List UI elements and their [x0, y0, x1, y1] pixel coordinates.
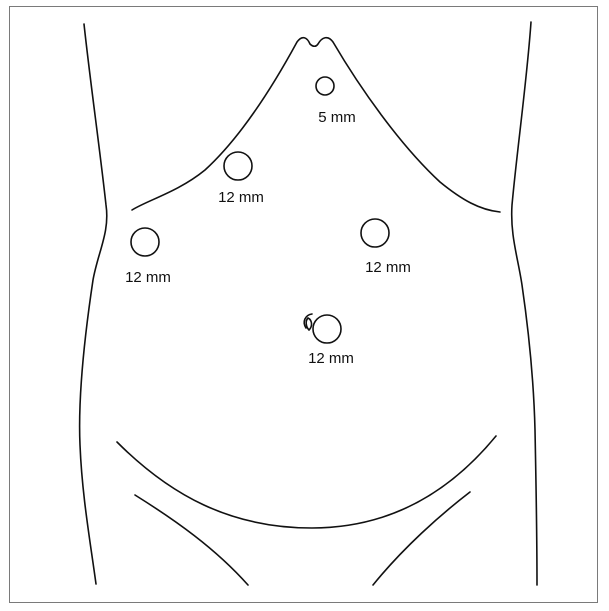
costal-margin	[132, 38, 500, 212]
umbilicus-mark	[304, 314, 312, 330]
port-umbilical-label: 12 mm	[308, 350, 354, 367]
port-right-subcostal-circle	[224, 152, 252, 180]
port-right-flank-label: 12 mm	[125, 269, 171, 286]
port-right-flank-circle	[131, 228, 159, 256]
port-left-upper-label: 12 mm	[365, 259, 411, 276]
port-left-upper-circle	[361, 219, 389, 247]
lower-abdomen-contour	[117, 436, 496, 528]
port-epigastric-circle	[316, 77, 334, 95]
left-inguinal-fold	[135, 495, 248, 585]
torso-left-contour	[80, 24, 107, 584]
port-right-subcostal-label: 12 mm	[218, 189, 264, 206]
right-inguinal-fold	[373, 492, 470, 585]
port-umbilical-circle	[313, 315, 341, 343]
torso-right-contour	[512, 22, 537, 585]
port-epigastric-label: 5 mm	[318, 109, 356, 126]
